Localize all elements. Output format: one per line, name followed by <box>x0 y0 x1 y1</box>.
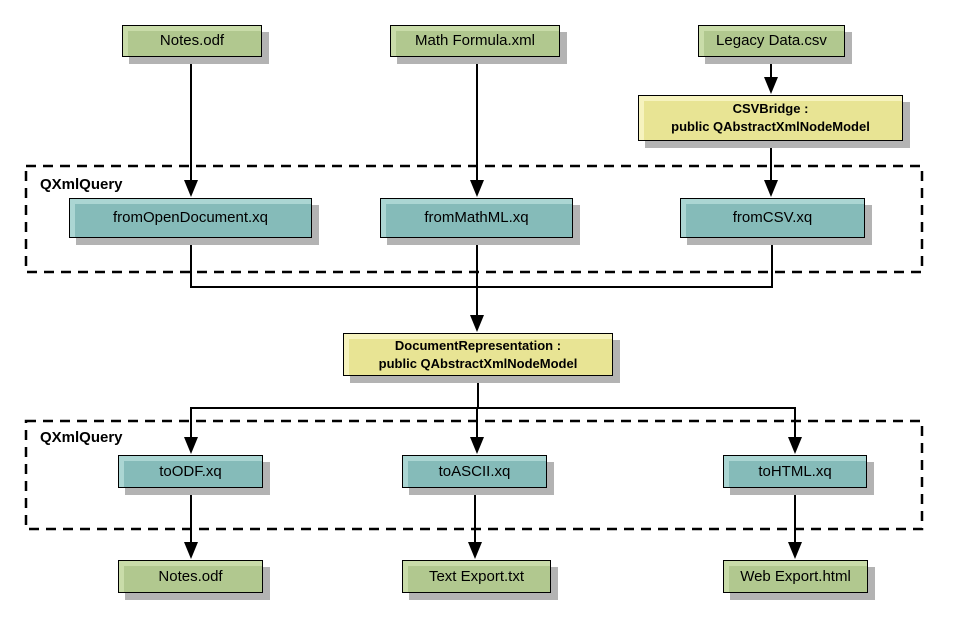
arrow-head <box>184 180 198 197</box>
node-label: toODF.xq <box>159 462 222 480</box>
connector-toascii-to-textexport <box>468 488 482 559</box>
connector-legacy-to-csvbridge <box>764 57 778 94</box>
node-label: fromOpenDocument.xq <box>112 209 269 226</box>
connector-toodf-to-notes <box>184 488 198 559</box>
query-node-toascii: toASCII.xq <box>402 455 547 488</box>
model-base-class: public QAbstractXmlNodeModel <box>378 355 578 371</box>
connector-tohtml-to-webexport <box>788 488 802 559</box>
node-label: fromCSV.xq <box>732 209 813 226</box>
node-label: Math Formula.xml <box>414 32 536 49</box>
model-class-name: DocumentRepresentation : <box>394 337 562 353</box>
node-label: Text Export.txt <box>428 567 525 585</box>
node-label: Notes.odf <box>159 32 225 49</box>
output-query-group-label: QXmlQuery <box>40 429 123 446</box>
node-label: Web Export.html <box>740 567 851 585</box>
arrow-head <box>764 77 778 94</box>
node-label: fromMathML.xq <box>424 209 529 226</box>
source-node-notes-odf: Notes.odf <box>122 25 262 57</box>
connector-notes-to-fromopendocument <box>184 57 198 197</box>
arrow-head <box>470 315 484 332</box>
source-node-legacy-data-csv: Legacy Data.csv <box>698 25 845 57</box>
output-node-notes-odf: Notes.odf <box>118 560 263 593</box>
node-label: Notes.odf <box>158 567 223 585</box>
source-node-math-formula-xml: Math Formula.xml <box>390 25 560 57</box>
query-node-toodf: toODF.xq <box>118 455 263 488</box>
arrow-head <box>788 437 802 454</box>
output-node-text-export-txt: Text Export.txt <box>402 560 551 593</box>
query-node-tohtml: toHTML.xq <box>723 455 867 488</box>
arrow-head <box>764 180 778 197</box>
arrow-head <box>184 542 198 559</box>
arrow-head <box>468 542 482 559</box>
query-node-fromcsv: fromCSV.xq <box>680 198 865 238</box>
node-label: toHTML.xq <box>758 462 832 480</box>
output-node-web-export-html: Web Export.html <box>723 560 868 593</box>
connector-csvbridge-to-fromcsv <box>764 141 778 197</box>
input-query-group-outline <box>24 164 924 274</box>
arrow-head <box>788 542 802 559</box>
model-base-class: public QAbstractXmlNodeModel <box>671 119 870 134</box>
connector-math-to-frommathml <box>470 57 484 197</box>
connector-representation-to-split <box>184 376 802 454</box>
arrow-head <box>470 437 484 454</box>
arrow-head <box>184 437 198 454</box>
query-node-frommathml: fromMathML.xq <box>380 198 573 238</box>
model-node-documentrepresentation: DocumentRepresentation : public QAbstrac… <box>343 333 613 376</box>
model-class-name: CSVBridge : <box>732 101 809 117</box>
model-node-csvbridge: CSVBridge : public QAbstractXmlNodeModel <box>638 95 903 141</box>
arrow-head <box>470 180 484 197</box>
input-query-group-label: QXmlQuery <box>40 176 123 193</box>
node-label: toASCII.xq <box>438 462 511 480</box>
node-label: Legacy Data.csv <box>716 32 827 49</box>
connector-merge-to-representation <box>190 238 773 332</box>
query-node-fromopendocument: fromOpenDocument.xq <box>69 198 312 238</box>
